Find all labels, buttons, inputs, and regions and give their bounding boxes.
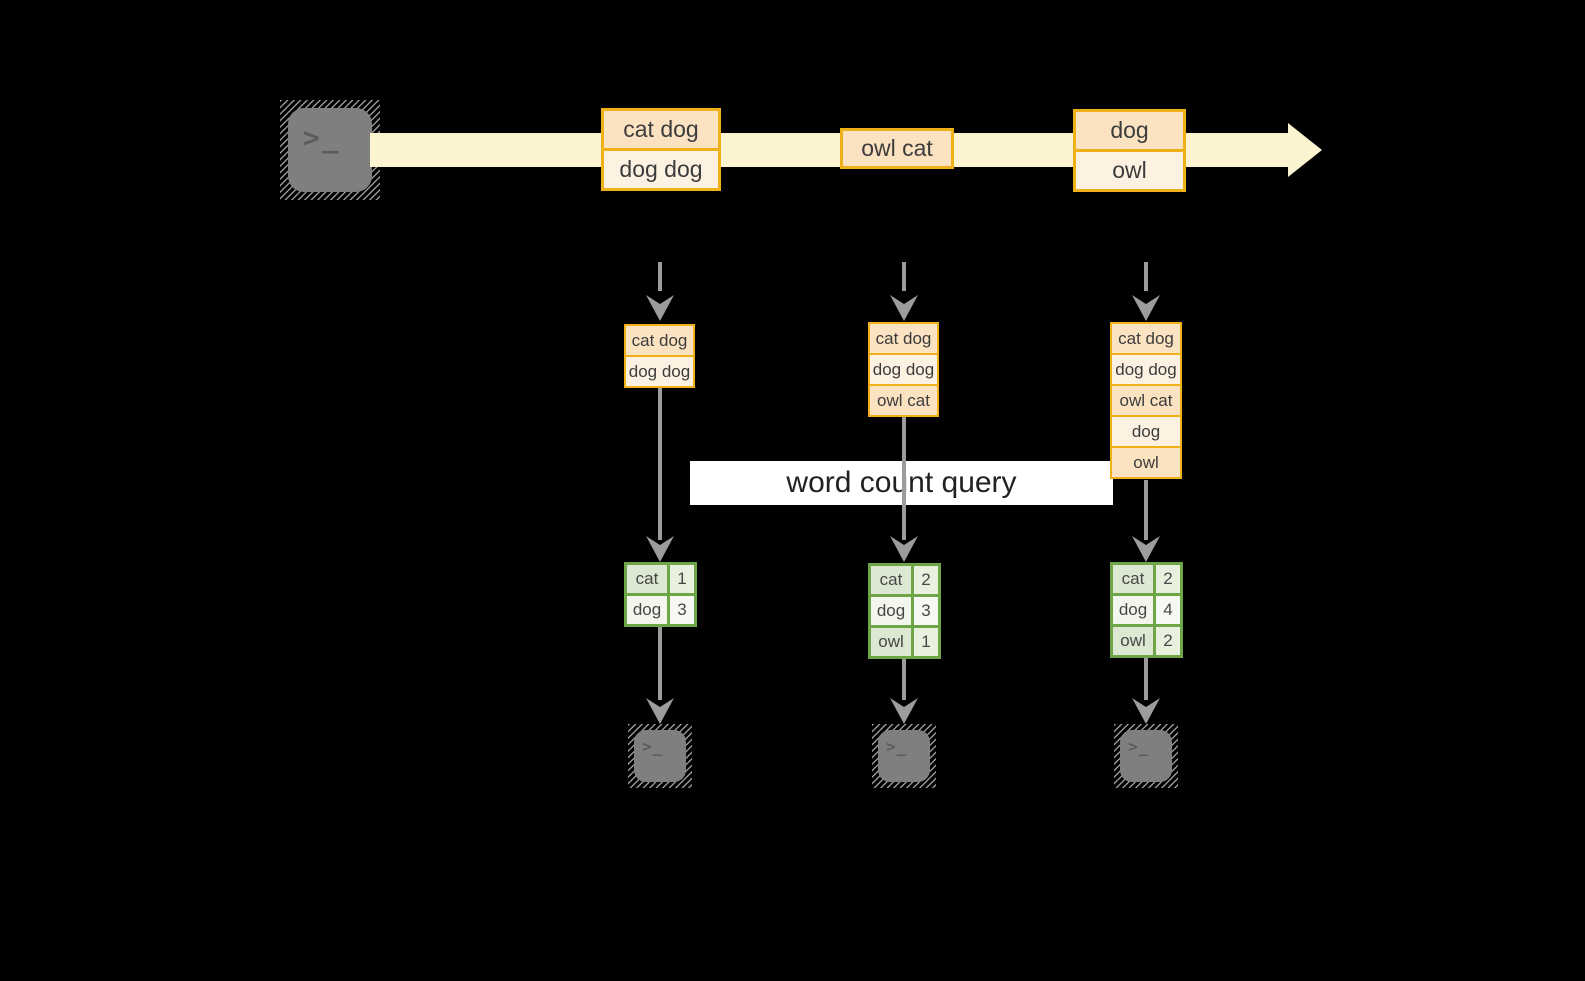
word-cell: dog — [627, 596, 667, 624]
count-row: dog 3 — [627, 596, 694, 624]
terminal-prompt-icon: >_ — [642, 737, 664, 756]
word-count-query-label: word count query — [690, 461, 1113, 505]
arrow-line — [902, 659, 906, 700]
buffer-row: cat dog — [1112, 324, 1180, 353]
word-cell: dog — [1113, 596, 1153, 624]
arrowhead-down-icon — [1132, 295, 1160, 321]
count-table: cat 2 dog 4 owl 2 — [1110, 562, 1183, 658]
word-cell: cat — [1113, 565, 1153, 593]
stream-event-row: owl cat — [843, 131, 951, 166]
stream-event-box: cat dog dog dog — [601, 108, 721, 191]
arrowhead-down-icon — [646, 698, 674, 724]
word-cell: owl — [871, 628, 911, 656]
terminal-prompt-icon: >_ — [303, 121, 341, 154]
count-cell: 4 — [1156, 596, 1180, 624]
buffer-row: cat dog — [870, 324, 937, 353]
stream-event-row: dog dog — [604, 148, 718, 188]
source-terminal-icon: >_ — [280, 100, 380, 200]
count-table: cat 1 dog 3 — [624, 562, 697, 627]
sink-terminal-icon: >_ — [1114, 724, 1178, 788]
buffer-stack: cat dog dog dog owl cat — [868, 322, 939, 417]
count-table: cat 2 dog 3 owl 1 — [868, 563, 941, 659]
sink-terminal-icon: >_ — [628, 724, 692, 788]
buffer-row: owl cat — [1112, 384, 1180, 415]
terminal-body: >_ — [878, 730, 930, 782]
terminal-body: >_ — [288, 108, 372, 192]
arrowhead-down-icon — [890, 698, 918, 724]
arrowhead-down-icon — [890, 295, 918, 321]
count-cell: 3 — [670, 596, 694, 624]
count-row: cat 2 — [871, 566, 938, 594]
arrow-line — [1144, 480, 1148, 540]
buffer-row: dog dog — [626, 355, 693, 386]
terminal-body: >_ — [1120, 730, 1172, 782]
buffer-row: owl cat — [870, 384, 937, 415]
terminal-prompt-icon: >_ — [1128, 737, 1150, 756]
arrowhead-down-icon — [1132, 698, 1160, 724]
count-cell: 2 — [1156, 627, 1180, 655]
count-row: owl 2 — [1113, 627, 1180, 655]
buffer-row: dog dog — [870, 353, 937, 384]
stream-event-row: owl — [1076, 149, 1183, 189]
dashed-arrow-line — [658, 262, 662, 291]
buffer-row: cat dog — [626, 326, 693, 355]
terminal-prompt-icon: >_ — [886, 737, 908, 756]
stream-event-box: dog owl — [1073, 109, 1186, 192]
word-cell: cat — [871, 566, 911, 594]
dashed-arrow-line — [902, 262, 906, 291]
count-cell: 3 — [914, 597, 938, 625]
buffer-row: dog — [1112, 415, 1180, 446]
count-row: dog 3 — [871, 597, 938, 625]
count-row: cat 1 — [627, 565, 694, 593]
arrowhead-down-icon — [646, 295, 674, 321]
count-cell: 2 — [1156, 565, 1180, 593]
arrowhead-down-icon — [646, 536, 674, 562]
stream-event-box: owl cat — [840, 128, 954, 169]
stream-arrowhead-icon — [1288, 123, 1322, 177]
sink-terminal-icon: >_ — [872, 724, 936, 788]
word-cell: owl — [1113, 627, 1153, 655]
arrow-line — [1144, 658, 1148, 700]
buffer-stack: cat dog dog dog owl cat dog owl — [1110, 322, 1182, 479]
word-cell: cat — [627, 565, 667, 593]
count-cell: 1 — [914, 628, 938, 656]
arrow-line — [902, 415, 906, 540]
buffer-stack: cat dog dog dog — [624, 324, 695, 388]
buffer-row: dog dog — [1112, 353, 1180, 384]
word-cell: dog — [871, 597, 911, 625]
count-row: dog 4 — [1113, 596, 1180, 624]
terminal-body: >_ — [634, 730, 686, 782]
arrowhead-down-icon — [890, 536, 918, 562]
count-row: owl 1 — [871, 628, 938, 656]
count-cell: 2 — [914, 566, 938, 594]
stream-event-row: dog — [1076, 112, 1183, 149]
count-cell: 1 — [670, 565, 694, 593]
arrow-line — [658, 386, 662, 540]
arrow-line — [658, 627, 662, 700]
buffer-row: owl — [1112, 446, 1180, 477]
dashed-arrow-line — [1144, 262, 1148, 291]
stream-event-row: cat dog — [604, 111, 718, 148]
count-row: cat 2 — [1113, 565, 1180, 593]
arrowhead-down-icon — [1132, 536, 1160, 562]
